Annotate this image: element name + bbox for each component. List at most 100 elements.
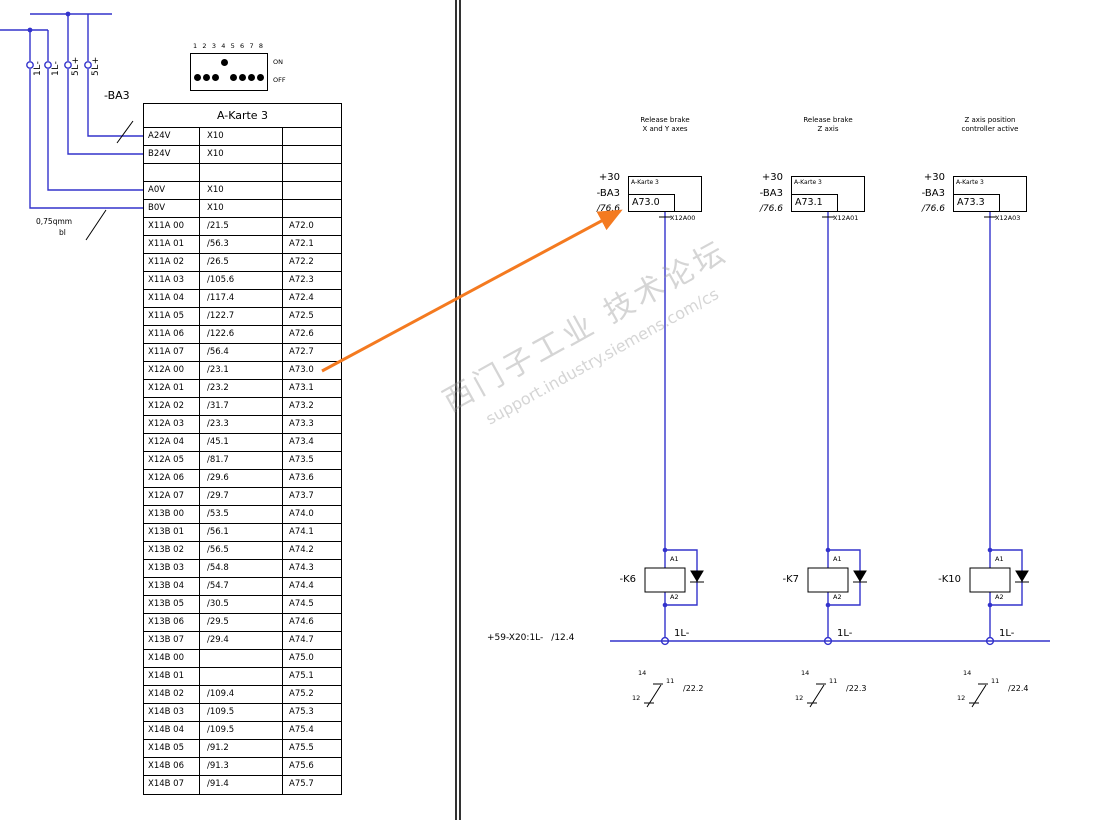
cell-address: A75.0	[282, 650, 341, 667]
dip-number: 2	[202, 42, 207, 50]
cell-address: A73.7	[282, 488, 341, 505]
cell-page-ref: X10	[199, 200, 282, 217]
coil-a2-label: A2	[833, 593, 842, 601]
dip-switch[interactable]	[190, 53, 268, 91]
contact-symbol	[969, 683, 988, 708]
caption-line1: Release brake	[803, 116, 853, 124]
branch-symbols	[969, 216, 1029, 708]
cell-address: A75.5	[282, 740, 341, 757]
cell-signal: X14B 01	[148, 671, 184, 681]
table-row: X14B 04 /109.5 A75.4	[144, 722, 341, 740]
junction-dot	[662, 547, 668, 553]
bus-tag-label: 1L-	[837, 628, 853, 639]
relay-tag: -K6	[619, 574, 636, 585]
table-row: X12A 06 /29.6 A73.6	[144, 470, 341, 488]
cell-signal: A24V	[148, 131, 171, 141]
cell-page-ref: /45.1	[199, 434, 282, 451]
cell-address: A73.4	[282, 434, 341, 451]
contact-12-label: 12	[957, 694, 966, 702]
dip-number: 4	[221, 42, 226, 50]
caption-line2: Z axis	[817, 125, 839, 134]
cell-signal: X13B 06	[148, 617, 184, 627]
relay-branch: Release brake X and Y axes +30 -BA3 /76.…	[550, 0, 780, 820]
cell-page-ref: /122.6	[199, 326, 282, 343]
output-address: A73.1	[792, 194, 838, 211]
coil-a2-label: A2	[670, 593, 679, 601]
dip-slot	[221, 59, 228, 66]
branch-wire	[823, 212, 861, 646]
potential-label: +30	[923, 172, 945, 183]
cell-page-ref: /29.6	[199, 470, 282, 487]
cell-address: A72.4	[282, 290, 341, 307]
table-row: X13B 01 /56.1 A74.1	[144, 524, 341, 542]
cell-page-ref: X10	[199, 128, 282, 145]
diode-icon	[1015, 570, 1029, 582]
table-row: X13B 04 /54.7 A74.4	[144, 578, 341, 596]
relay-branch: Z axis position controller active +30 -B…	[875, 0, 1100, 820]
bus-terminal-label: +59-X20:1L-	[487, 633, 544, 643]
cell-page-ref: /91.4	[199, 776, 282, 794]
contact-14-label: 14	[963, 669, 972, 677]
potential-label: +30	[598, 172, 620, 183]
device-label: -BA3	[759, 188, 783, 199]
junction-dot	[987, 547, 993, 553]
dip-number: 1	[193, 42, 198, 50]
caption-line2: controller active	[961, 125, 1019, 134]
bus-tag-label: 1L-	[999, 628, 1015, 639]
terminal-label: X12A00	[670, 214, 696, 222]
table-row: A24V X10	[144, 128, 341, 146]
cell-page-ref: /54.8	[199, 560, 282, 577]
cell-address: A73.6	[282, 470, 341, 487]
table-row: X11A 00 /21.5 A72.0	[144, 218, 341, 236]
cell-address: A72.5	[282, 308, 341, 325]
junction-dot	[987, 602, 993, 608]
dip-slot	[257, 74, 264, 81]
cell-page-ref: /91.2	[199, 740, 282, 757]
cell-page-ref: /122.7	[199, 308, 282, 325]
cell-page-ref	[199, 164, 282, 181]
cell-page-ref: /23.2	[199, 380, 282, 397]
wire-label: 5L+	[71, 56, 81, 76]
dip-slot	[239, 74, 246, 81]
cell-address: A73.2	[282, 398, 341, 415]
cell-signal: X11A 05	[148, 311, 184, 321]
coil-a1-label: A1	[670, 555, 679, 563]
page-ref-label: /76.6	[921, 204, 945, 214]
cell-page-ref: /54.7	[199, 578, 282, 595]
cell-page-ref: /23.3	[199, 416, 282, 433]
cell-signal: X12A 07	[148, 491, 184, 501]
branch-caption: Release brake X and Y axes	[550, 116, 780, 135]
cell-address: A75.7	[282, 776, 341, 794]
cell-signal: X11A 04	[148, 293, 184, 303]
dip-on-label: ON	[273, 58, 283, 66]
dip-slot	[230, 59, 237, 66]
cell-page-ref: /56.3	[199, 236, 282, 253]
cell-address: A72.3	[282, 272, 341, 289]
dip-number: 3	[211, 42, 216, 50]
branch-caption: Z axis position controller active	[875, 116, 1100, 135]
cell-signal: X14B 00	[148, 653, 184, 663]
page-ref-label: /76.6	[596, 204, 620, 214]
cell-signal: X14B 06	[148, 761, 184, 771]
cell-signal: X14B 02	[148, 689, 184, 699]
dip-slot	[203, 74, 210, 81]
coil-symbol	[807, 567, 849, 593]
cell-page-ref: /31.7	[199, 398, 282, 415]
contact-page-ref: /22.3	[846, 684, 867, 693]
cell-address: A72.6	[282, 326, 341, 343]
output-address: A73.0	[629, 194, 675, 211]
dip-slot	[257, 59, 264, 66]
contact-11-label: 11	[829, 677, 838, 685]
dip-number: 5	[230, 42, 235, 50]
bus-terminal-circle	[823, 636, 833, 646]
card-output-box: A-Karte 3 A73.3	[953, 176, 1027, 212]
dip-slot	[230, 74, 237, 81]
cell-page-ref: /26.5	[199, 254, 282, 271]
cell-signal: X13B 05	[148, 599, 184, 609]
table-row: X12A 03 /23.3 A73.3	[144, 416, 341, 434]
contact-11-label: 11	[666, 677, 675, 685]
box-title: A-Karte 3	[794, 179, 822, 186]
cell-signal: X13B 04	[148, 581, 184, 591]
table-row: X11A 05 /122.7 A72.5	[144, 308, 341, 326]
